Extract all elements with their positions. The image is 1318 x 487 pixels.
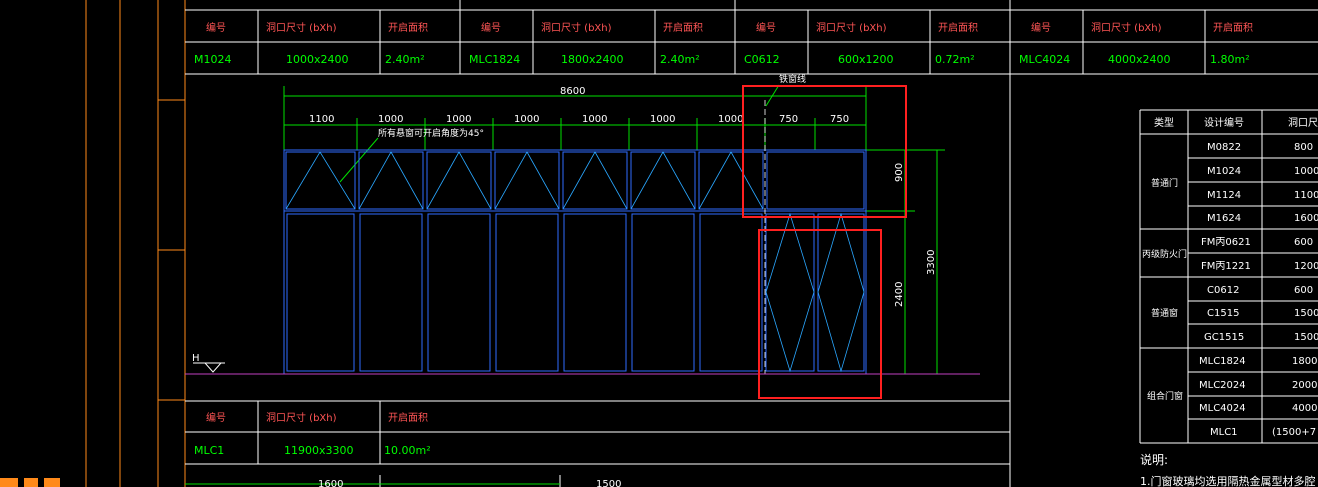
dim-seg-1: 1100 bbox=[309, 114, 334, 125]
sched-code-10: MLC1824 bbox=[1199, 356, 1246, 367]
top-area-4: 1.80m² bbox=[1210, 53, 1250, 66]
sched-size-10: 1800 bbox=[1292, 356, 1317, 367]
leader-line bbox=[765, 84, 780, 107]
top-hdr-code-1: 编号 bbox=[206, 21, 226, 34]
sched-size-1: 800 bbox=[1294, 142, 1313, 153]
bottom-size: 11900x3300 bbox=[284, 444, 354, 457]
schedule-table: 类型 设计编号 洞口尺寸 普通门 丙级防火门 普通窗 组合门窗 M0822 80… bbox=[1139, 109, 1318, 487]
dim-seg-9: 750 bbox=[830, 114, 849, 125]
sched-type-4: 组合门窗 bbox=[1147, 390, 1183, 402]
dim-seg-8: 750 bbox=[779, 114, 798, 125]
bottom-hdr-size: 洞口尺寸 (bXh) bbox=[266, 411, 337, 424]
top-hdr-size-3: 洞口尺寸 (bXh) bbox=[816, 21, 887, 34]
sched-code-4: M1624 bbox=[1207, 213, 1241, 224]
top-code-4: MLC4024 bbox=[1019, 53, 1070, 66]
sched-code-3: M1124 bbox=[1207, 190, 1241, 201]
dim-seg-6: 1000 bbox=[650, 114, 675, 125]
top-code-3: C0612 bbox=[744, 53, 780, 66]
sched-size-12: 4000 bbox=[1292, 403, 1317, 414]
opening-angle-note: 所有悬窗可开启角度为45° bbox=[378, 127, 484, 139]
top-table: 编号 洞口尺寸 (bXh) 开启面积 M1024 1000x2400 2.40m… bbox=[185, 0, 1318, 487]
top-hdr-area-2: 开启面积 bbox=[663, 21, 703, 34]
upper-window-row bbox=[283, 149, 867, 212]
casement-opening-marks bbox=[765, 212, 865, 373]
dim-seg-5: 1000 bbox=[582, 114, 607, 125]
top-hdr-size-1: 洞口尺寸 (bXh) bbox=[266, 21, 337, 34]
dim-seg-3: 1000 bbox=[446, 114, 471, 125]
top-area-3: 0.72m² bbox=[935, 53, 975, 66]
top-size-1: 1000x2400 bbox=[286, 53, 349, 66]
bottom-hdr-code: 编号 bbox=[206, 411, 226, 424]
sched-size-7: 600 bbox=[1294, 285, 1313, 296]
leader-label: 铁窗线 bbox=[779, 73, 806, 85]
top-size-3: 600x1200 bbox=[838, 53, 894, 66]
highlight-box-upper[interactable] bbox=[742, 85, 907, 218]
dim-total-height: 3300 bbox=[926, 250, 937, 275]
horizontal-dimensions bbox=[283, 86, 867, 150]
top-size-4: 4000x2400 bbox=[1108, 53, 1171, 66]
sched-size-9: 1500 bbox=[1294, 332, 1318, 343]
sched-code-7: C0612 bbox=[1207, 285, 1239, 296]
sched-size-3: 1100 bbox=[1294, 190, 1318, 201]
dim-total-width: 8600 bbox=[560, 86, 585, 97]
top-area-2: 2.40m² bbox=[660, 53, 700, 66]
lower-window-row bbox=[283, 210, 867, 375]
top-hdr-area-1: 开启面积 bbox=[388, 21, 428, 34]
next-dim-2: 1500 bbox=[596, 479, 621, 487]
top-code-1: M1024 bbox=[194, 53, 232, 66]
hopper-opening-marks bbox=[285, 151, 764, 210]
sched-size-5: 600 bbox=[1294, 237, 1313, 248]
sched-code-13: MLC1 bbox=[1210, 427, 1238, 438]
sched-hdr-type: 类型 bbox=[1154, 116, 1174, 129]
dim-seg-4: 1000 bbox=[514, 114, 539, 125]
bottom-area: 10.00m² bbox=[384, 444, 431, 457]
sched-hdr-code: 设计编号 bbox=[1204, 116, 1244, 129]
dim-seg-2: 1000 bbox=[378, 114, 403, 125]
top-hdr-size-4: 洞口尺寸 (bXh) bbox=[1091, 21, 1162, 34]
sched-code-5: FM丙0621 bbox=[1201, 237, 1251, 248]
top-size-2: 1800x2400 bbox=[561, 53, 624, 66]
sched-code-8: C1515 bbox=[1207, 308, 1239, 319]
sched-size-8: 1500 bbox=[1294, 308, 1318, 319]
highlight-box-lower[interactable] bbox=[758, 229, 882, 399]
level-mark: H bbox=[192, 353, 225, 373]
elevation-drawing[interactable]: 8600 1100 1000 1000 1000 1000 1000 1000 … bbox=[185, 73, 980, 399]
sched-type-1: 普通门 bbox=[1151, 177, 1178, 189]
dim-lower: 2400 bbox=[894, 282, 905, 307]
sched-code-12: MLC4024 bbox=[1199, 403, 1246, 414]
bottom-hdr-area: 开启面积 bbox=[388, 411, 428, 424]
dim-seg-7: 1000 bbox=[718, 114, 743, 125]
sched-code-11: MLC2024 bbox=[1199, 380, 1246, 391]
bottom-table: 编号 洞口尺寸 (bXh) 开启面积 MLC1 11900x3300 10.00… bbox=[185, 400, 1010, 487]
sched-size-2: 1000 bbox=[1294, 166, 1318, 177]
sched-size-6: 1200 bbox=[1294, 261, 1318, 272]
bottom-code: MLC1 bbox=[194, 444, 224, 457]
top-hdr-code-3: 编号 bbox=[756, 21, 776, 34]
sched-type-3: 普通窗 bbox=[1151, 307, 1178, 319]
level-label: H bbox=[192, 353, 200, 364]
top-hdr-code-2: 编号 bbox=[481, 21, 501, 34]
top-hdr-area-3: 开启面积 bbox=[938, 21, 978, 34]
top-hdr-area-4: 开启面积 bbox=[1213, 21, 1253, 34]
sched-size-11: 2000 bbox=[1292, 380, 1317, 391]
title-block-fragment bbox=[0, 478, 60, 487]
sched-type-2: 丙级防火门 bbox=[1142, 248, 1187, 260]
sched-code-9: GC1515 bbox=[1204, 332, 1244, 343]
top-hdr-size-2: 洞口尺寸 (bXh) bbox=[541, 21, 612, 34]
top-hdr-code-4: 编号 bbox=[1031, 21, 1051, 34]
sched-code-1: M0822 bbox=[1207, 142, 1241, 153]
notes-line-1: 1.门窗玻璃均选用隔热金属型材多腔 bbox=[1140, 474, 1316, 487]
left-frame bbox=[85, 0, 186, 487]
sched-size-4: 1600 bbox=[1294, 213, 1318, 224]
sched-code-6: FM丙1221 bbox=[1201, 261, 1251, 272]
sched-size-13: (1500+7 bbox=[1272, 427, 1316, 438]
sched-hdr-size: 洞口尺寸 bbox=[1288, 116, 1318, 129]
top-area-1: 2.40m² bbox=[385, 53, 425, 66]
notes-title: 说明: bbox=[1140, 452, 1168, 467]
next-dim-1: 1600 bbox=[318, 479, 343, 487]
top-code-2: MLC1824 bbox=[469, 53, 520, 66]
sched-code-2: M1024 bbox=[1207, 166, 1241, 177]
dim-upper: 900 bbox=[894, 163, 905, 182]
